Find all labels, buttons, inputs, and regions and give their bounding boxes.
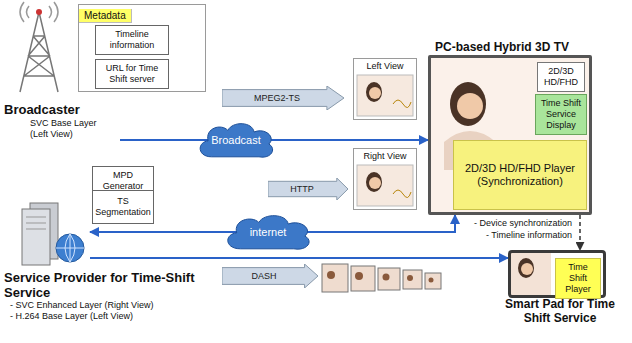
node-label: HTTP bbox=[290, 184, 314, 195]
outside-label-group: Smart Pad for Time Shift Service bbox=[493, 297, 627, 325]
broadcast-tower bbox=[20, 2, 58, 22]
node-label: Left View bbox=[364, 61, 407, 72]
pad-screen-picture bbox=[518, 258, 534, 278]
server-icon bbox=[22, 209, 50, 265]
broadcaster: BroadcasterSVC Base Layer (Left View) bbox=[4, 6, 120, 146]
shape-outline bbox=[268, 178, 348, 200]
pad-screen-picture bbox=[521, 263, 533, 275]
left-view-thumbnail bbox=[393, 100, 411, 108]
metadata-field: Timeline information bbox=[95, 25, 169, 55]
node-label: internet bbox=[250, 226, 287, 239]
node-label: 2D/3D HD/FHD bbox=[541, 66, 581, 88]
pad-screen-picture bbox=[511, 253, 551, 295]
left-view-thumbnail bbox=[357, 75, 413, 116]
right-view-thumbnail bbox=[393, 190, 411, 198]
node-label: URL for Time Shift server bbox=[99, 63, 165, 85]
node-label: 2D/3D HD/FHD Player (Synchronization) bbox=[457, 162, 583, 188]
node-label: MPEG2-TS bbox=[254, 93, 300, 104]
shape-outline bbox=[222, 264, 318, 288]
dash-segment-thumbnails bbox=[425, 273, 441, 289]
node-label: DASH bbox=[251, 271, 276, 282]
dash-segment-thumbnails bbox=[383, 274, 390, 281]
left-view-thumbnail bbox=[366, 82, 382, 102]
broadcast-tower bbox=[20, 2, 58, 92]
dash-segment-thumbnails bbox=[322, 264, 348, 292]
node-label: - H.264 Base Layer (Left View) bbox=[10, 311, 209, 322]
stream-block-arrow: HTTP bbox=[268, 178, 348, 200]
node-label: Time Shift Player bbox=[559, 262, 597, 295]
shape-outline bbox=[222, 86, 344, 110]
dash-segment-thumbnails bbox=[351, 266, 375, 291]
dash-segment-thumbnails bbox=[429, 278, 434, 283]
node-label: Right View bbox=[361, 151, 410, 162]
metadata-field: URL for Time Shift server bbox=[95, 59, 169, 89]
dash-segment-thumbnails bbox=[322, 264, 441, 292]
connector bbox=[579, 215, 581, 250]
outside-label-group: Service Provider for Time-Shift Service-… bbox=[4, 270, 209, 322]
connector bbox=[90, 257, 508, 259]
left-view-thumbnail bbox=[369, 87, 381, 99]
shape-outline bbox=[228, 216, 309, 249]
pad-player-box: Time Shift Player bbox=[555, 258, 601, 299]
tv-screen-picture bbox=[431, 58, 589, 212]
right-view-thumbnail bbox=[366, 172, 382, 192]
broadcast-tower bbox=[20, 12, 58, 92]
view-thumbnail-box: Left View bbox=[353, 58, 417, 120]
dash-segment-thumbnails bbox=[378, 268, 400, 290]
pad-screen-picture bbox=[511, 253, 551, 295]
server-icon bbox=[26, 217, 46, 229]
dash-segment-thumbnails bbox=[355, 272, 363, 280]
left-view-thumbnail bbox=[357, 75, 413, 116]
server-icon bbox=[56, 234, 84, 262]
network-cloud: Broadcast bbox=[195, 120, 277, 160]
node-label: Service Provider for Time-Shift Service bbox=[4, 270, 209, 300]
smart-pad: Smart Pad for Time Shift ServiceTime Shi… bbox=[508, 250, 606, 298]
tv-screen-picture bbox=[450, 82, 486, 126]
node-label: Broadcast bbox=[211, 134, 261, 147]
node-label: TS Segmentation bbox=[95, 196, 151, 218]
node-label: - SVC Enhanced Layer (Right View) bbox=[10, 300, 209, 311]
stream-block-arrow: DASH bbox=[222, 264, 318, 288]
node-label: Timeline information bbox=[99, 29, 165, 51]
broadcast-tower bbox=[36, 9, 42, 15]
node-label: SVC Base Layer (Left View) bbox=[30, 118, 102, 140]
tv-player-box: 2D/3D HD/FHD Player (Synchronization) bbox=[453, 140, 587, 210]
tv-mode-box: 2D/3D HD/FHD bbox=[537, 62, 585, 92]
server-module-box: TS Segmentation bbox=[92, 190, 154, 224]
annotation-label: - Timeline information bbox=[486, 230, 572, 241]
annotation-label: - Device synchronization bbox=[474, 218, 572, 229]
node-label: Time Shift Service Display bbox=[539, 98, 583, 131]
hybrid-3d-tv: PC-based Hybrid 3D TV2D/3D HD/FHDTime Sh… bbox=[428, 55, 592, 215]
metadata-panel: MetadataTimeline informationURL for Time… bbox=[78, 4, 206, 92]
service-provider: Service Provider for Time-Shift Service-… bbox=[14, 198, 90, 268]
right-view-thumbnail bbox=[357, 165, 413, 206]
view-thumbnail-box: Right View bbox=[353, 148, 417, 210]
outside-label-group: PC-based Hybrid 3D TV bbox=[417, 40, 587, 55]
node-label: Broadcaster bbox=[4, 102, 80, 118]
right-view-thumbnail bbox=[357, 165, 413, 206]
node-label: MPD Generator bbox=[96, 170, 150, 192]
node-label: Metadata bbox=[79, 9, 132, 23]
tv-screen-picture bbox=[431, 58, 589, 212]
network-cloud: internet bbox=[222, 212, 314, 252]
shape-outline bbox=[200, 124, 272, 157]
node-label: Smart Pad for Time Shift Service bbox=[493, 297, 627, 325]
tv-service-box: Time Shift Service Display bbox=[535, 94, 587, 135]
right-view-thumbnail bbox=[369, 177, 381, 189]
connector bbox=[120, 139, 428, 141]
dash-segment-thumbnails bbox=[403, 270, 422, 289]
dash-segment-thumbnails bbox=[407, 275, 413, 281]
dash-segment-thumbnails bbox=[327, 271, 335, 279]
tv-screen-picture bbox=[457, 93, 483, 119]
server-icon bbox=[56, 234, 84, 262]
node-label: PC-based Hybrid 3D TV bbox=[417, 40, 587, 55]
stream-block-arrow: MPEG2-TS bbox=[222, 86, 344, 110]
server-icon bbox=[22, 203, 84, 265]
